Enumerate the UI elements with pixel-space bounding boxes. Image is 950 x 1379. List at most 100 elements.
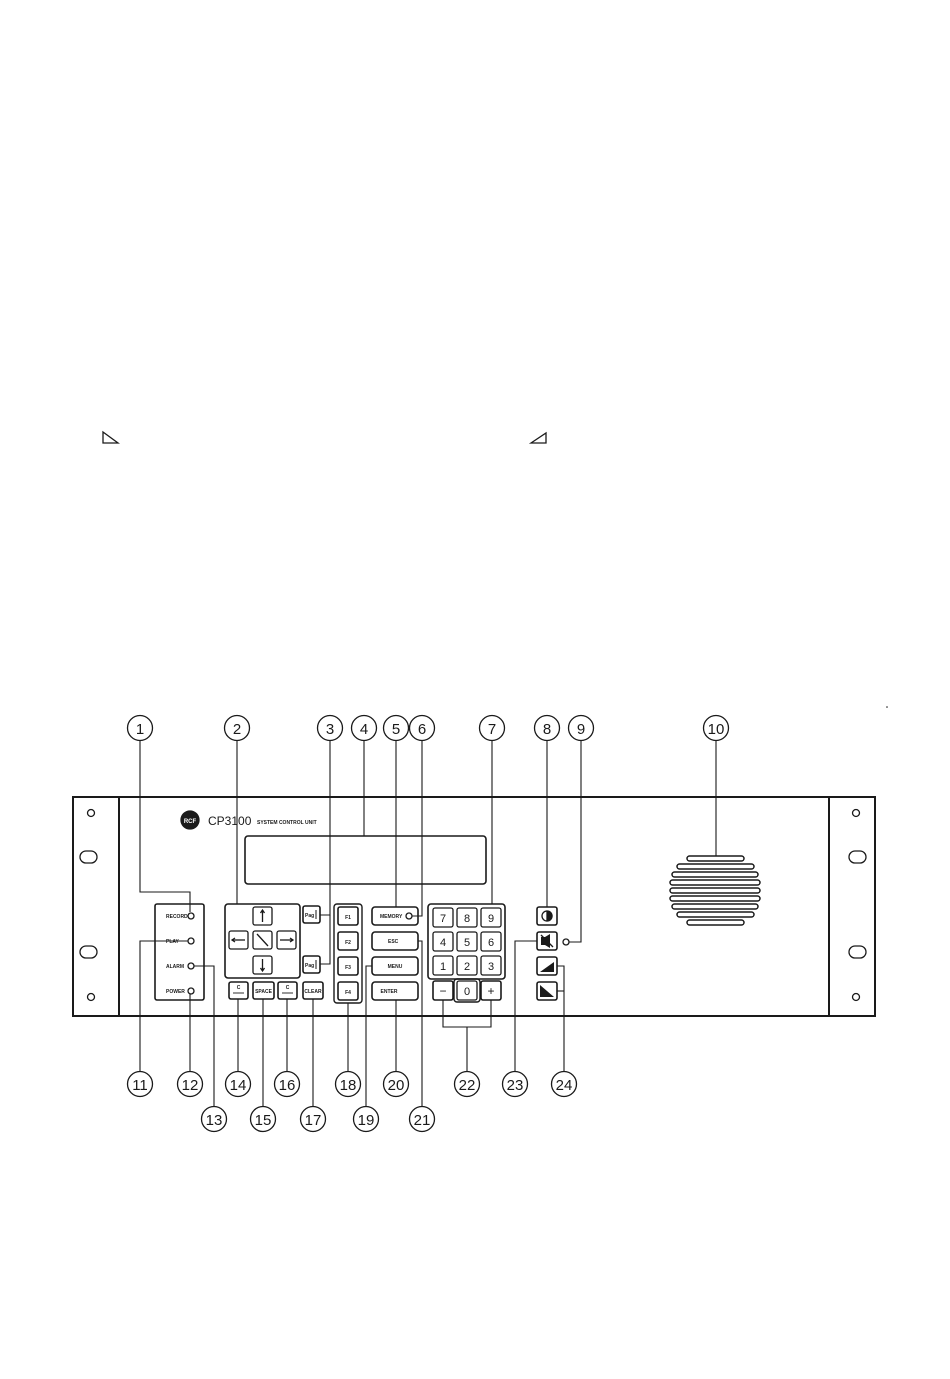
callout-7: 7: [480, 716, 505, 741]
svg-text:5: 5: [392, 721, 400, 738]
key-9[interactable]: 9: [481, 908, 501, 927]
key-plus[interactable]: +: [481, 981, 501, 1000]
callout-5: 5: [384, 716, 409, 741]
page-up-key[interactable]: Pag: [303, 906, 320, 923]
stray-dot: [886, 706, 888, 708]
cursor-right-delete-key[interactable]: C: [278, 982, 297, 999]
memory-key[interactable]: MEMORY: [372, 907, 418, 925]
svg-text:+: +: [487, 984, 494, 998]
svg-text:4: 4: [440, 937, 446, 949]
volume-up-icon: [540, 962, 554, 972]
esc-key[interactable]: ESC: [372, 932, 418, 950]
key-2[interactable]: 2: [457, 956, 477, 975]
enter-key[interactable]: ENTER: [372, 982, 418, 1000]
key-6[interactable]: 6: [481, 932, 501, 951]
led-record-label: RECORD: [166, 914, 188, 920]
callout-10: 10: [704, 716, 729, 741]
svg-text:MEMORY: MEMORY: [380, 914, 403, 920]
callout-16: 16: [275, 1072, 300, 1097]
memory-led: [406, 913, 412, 919]
key-0[interactable]: 0: [454, 979, 480, 1002]
mute-key[interactable]: [537, 932, 557, 950]
svg-text:23: 23: [507, 1077, 524, 1094]
model-name: CP3100: [208, 814, 252, 828]
svg-text:15: 15: [255, 1112, 272, 1129]
key-right[interactable]: [277, 931, 296, 949]
callout-2: 2: [225, 716, 250, 741]
speaker-grille: [670, 856, 760, 925]
rcf-logo-text: RCF: [184, 819, 197, 825]
callout-13: 13: [202, 1107, 227, 1132]
callout-24: 24: [552, 1072, 577, 1097]
key-left[interactable]: [229, 931, 248, 949]
key-1[interactable]: 1: [433, 956, 453, 975]
svg-text:−: −: [439, 984, 446, 998]
svg-text:C: C: [237, 985, 241, 991]
f4-key[interactable]: F4: [338, 982, 358, 1000]
callout-21: 21: [410, 1107, 435, 1132]
cursor-left-delete-key[interactable]: C: [229, 982, 248, 999]
svg-text:ESC: ESC: [388, 939, 399, 945]
volume-up-key[interactable]: [537, 957, 557, 975]
svg-text:F3: F3: [345, 965, 351, 971]
rack-panel: [73, 797, 875, 1016]
rcf-logo: RCF: [181, 811, 199, 829]
key-7[interactable]: 7: [433, 908, 453, 927]
svg-text:9: 9: [488, 913, 494, 925]
led-alarm-label: ALARM: [166, 964, 184, 970]
svg-text:F4: F4: [345, 990, 351, 996]
volume-down-key[interactable]: [537, 982, 557, 1000]
mute-led: [563, 939, 569, 945]
triangle-mark-right: [531, 433, 546, 443]
key-home[interactable]: [253, 931, 272, 949]
space-key[interactable]: SPACE: [253, 982, 274, 999]
led-status-group: RECORD PLAY ALARM POWER: [155, 904, 204, 1000]
svg-text:8: 8: [543, 721, 551, 738]
led-power-label: POWER: [166, 989, 185, 995]
callout-9: 9: [569, 716, 594, 741]
function-key-group: F1 F2 F3 F4: [334, 904, 362, 1003]
svg-text:17: 17: [305, 1112, 322, 1129]
callout-22: 22: [455, 1072, 480, 1097]
led-play-label: PLAY: [166, 939, 180, 945]
callout-14: 14: [226, 1072, 251, 1097]
svg-text:2: 2: [464, 961, 470, 973]
svg-text:13: 13: [206, 1112, 223, 1129]
contrast-key[interactable]: [537, 907, 557, 925]
key-5[interactable]: 5: [457, 932, 477, 951]
svg-text:0: 0: [464, 986, 470, 998]
f1-key[interactable]: F1: [338, 907, 358, 925]
svg-text:5: 5: [464, 937, 470, 949]
svg-text:Pag: Pag: [305, 913, 314, 919]
key-down[interactable]: [253, 956, 272, 974]
led-play: [188, 938, 194, 944]
key-8[interactable]: 8: [457, 908, 477, 927]
svg-text:22: 22: [459, 1077, 476, 1094]
svg-text:19: 19: [358, 1112, 375, 1129]
page-down-key[interactable]: Pag: [303, 956, 320, 973]
svg-text:8: 8: [464, 913, 470, 925]
menu-key[interactable]: MENU: [372, 957, 418, 975]
rack-ear-left: [80, 810, 97, 1001]
led-record: [188, 913, 194, 919]
svg-text:9: 9: [577, 721, 585, 738]
clear-key[interactable]: CLEAR: [303, 982, 323, 999]
callout-17: 17: [301, 1107, 326, 1132]
key-up[interactable]: [253, 907, 272, 925]
svg-text:Pag: Pag: [305, 963, 314, 969]
callout-15: 15: [251, 1107, 276, 1132]
callout-11: 11: [128, 1072, 153, 1097]
svg-text:18: 18: [340, 1077, 357, 1094]
key-minus[interactable]: −: [433, 981, 453, 1000]
f2-key[interactable]: F2: [338, 932, 358, 950]
callout-20: 20: [384, 1072, 409, 1097]
f3-key[interactable]: F3: [338, 957, 358, 975]
svg-text:SPACE: SPACE: [255, 989, 273, 995]
svg-text:16: 16: [279, 1077, 296, 1094]
callout-3: 3: [318, 716, 343, 741]
callout-8: 8: [535, 716, 560, 741]
svg-text:3: 3: [326, 721, 334, 738]
arrow-key-cluster: [225, 904, 300, 978]
key-4[interactable]: 4: [433, 932, 453, 951]
key-3[interactable]: 3: [481, 956, 501, 975]
